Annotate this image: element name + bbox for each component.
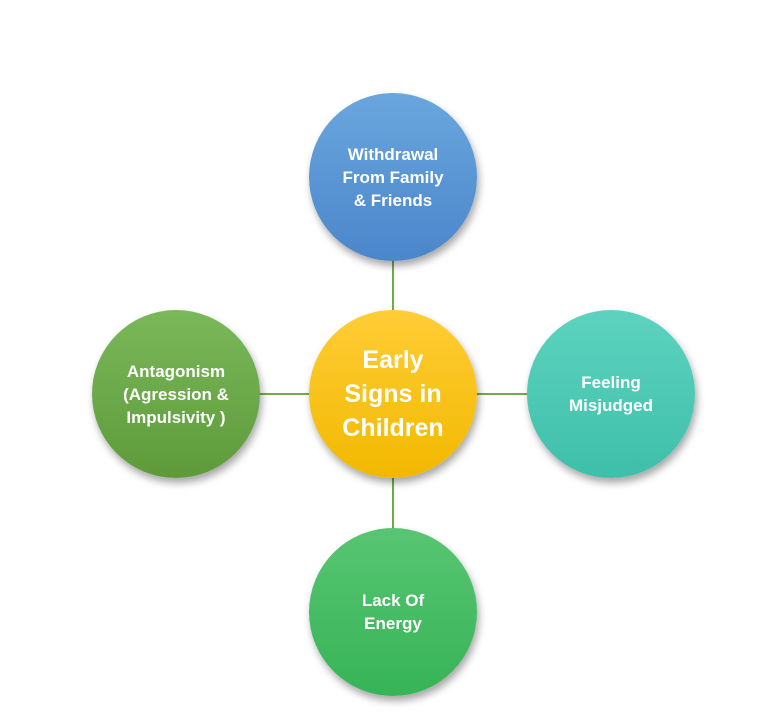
hub-label: Early Signs in Children bbox=[342, 346, 444, 442]
node-lack-of-energy: Lack Of Energy bbox=[309, 528, 477, 696]
node-label: Antagonism (Agression & Impulsivity ) bbox=[123, 361, 229, 427]
node-label: Withdrawal From Family & Friends bbox=[342, 144, 444, 210]
connector-bottom bbox=[392, 475, 394, 531]
node-withdrawal: Withdrawal From Family & Friends bbox=[309, 93, 477, 261]
connector-left bbox=[258, 393, 312, 395]
node-label: Lack Of Energy bbox=[361, 591, 425, 633]
node-feeling-misjudged: Feeling Misjudged bbox=[527, 310, 695, 478]
node-label: Feeling Misjudged bbox=[568, 373, 654, 415]
connector-right bbox=[474, 393, 530, 395]
connector-top bbox=[392, 258, 394, 314]
hub-node-early-signs: Early Signs in Children bbox=[309, 310, 477, 478]
node-antagonism: Antagonism (Agression & Impulsivity ) bbox=[92, 310, 260, 478]
